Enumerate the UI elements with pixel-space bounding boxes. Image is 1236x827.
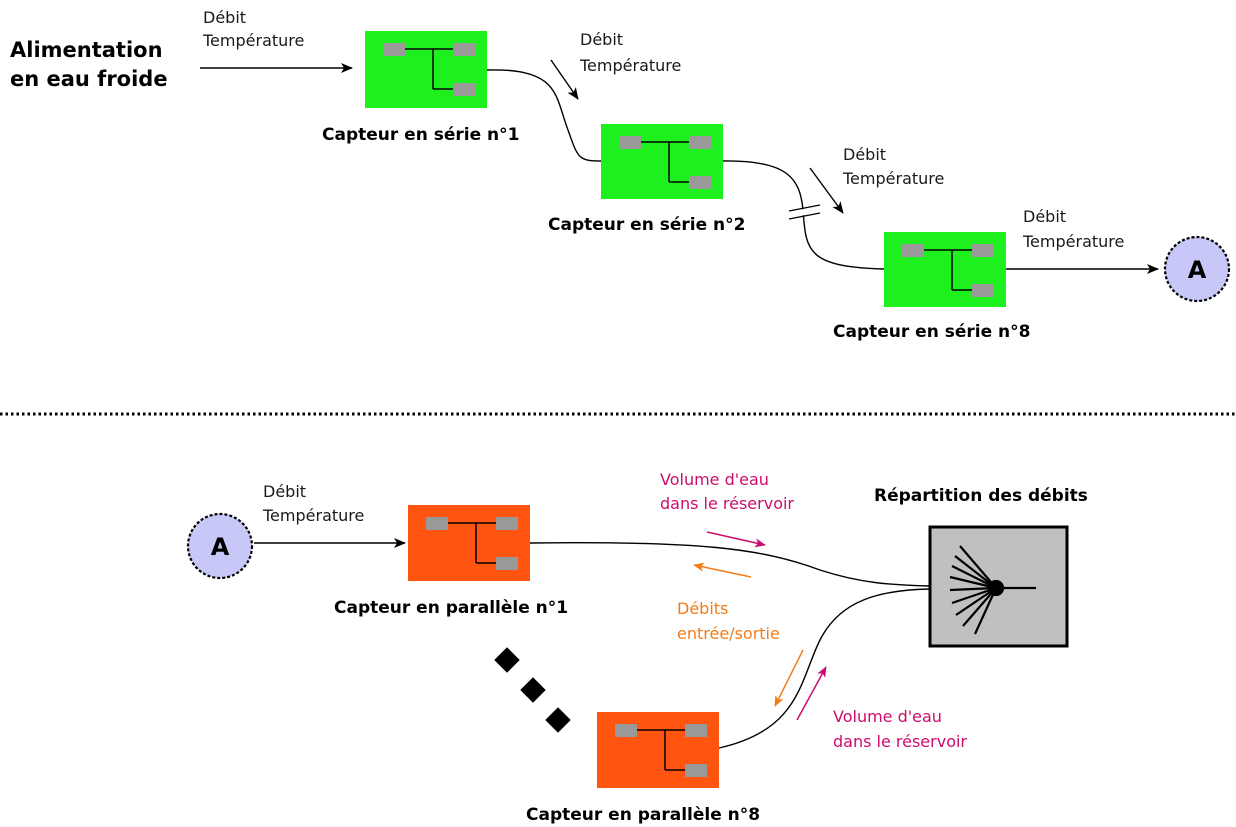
serial-sensor-8 <box>884 232 1006 307</box>
ellipsis-icon <box>494 647 571 733</box>
connector-a-bottom-label: A <box>211 533 230 561</box>
volume-label-1-line1: Volume d'eau <box>660 470 769 489</box>
connector-a-top-label: A <box>1188 256 1207 284</box>
flow-label-3-temperature: Température <box>842 169 944 188</box>
serial-sensor-1-box <box>365 31 487 108</box>
parallel-sensor-1 <box>408 505 530 581</box>
connector-a-bottom: A <box>186 512 254 580</box>
flows-label-line2: entrée/sortie <box>677 624 780 643</box>
flow-label-5-debit: Débit <box>263 482 306 501</box>
parallel-sensor-1-label: Capteur en parallèle n°1 <box>334 598 568 618</box>
supply-label-line1: Alimentation <box>10 38 163 62</box>
volume-arrow-1 <box>706 531 766 548</box>
serial-sensor-8-label: Capteur en série n°8 <box>833 322 1030 342</box>
connector-a-top: A <box>1163 235 1231 303</box>
flows-label-line1: Débits <box>677 599 728 618</box>
pipe-break-mark <box>788 212 821 220</box>
distributor <box>928 525 1069 648</box>
flow-label-2-temperature: Température <box>579 56 681 75</box>
pipe-break-mark <box>788 204 821 212</box>
flow-label-3-debit: Débit <box>843 145 886 164</box>
serial-sensor-1-label: Capteur en série n°1 <box>322 125 519 145</box>
flow-in-out-arrow-1 <box>693 562 752 578</box>
flow-label-4-debit: Débit <box>1023 207 1066 226</box>
flow-arrow-3 <box>809 167 844 214</box>
parallel-sensor-8-label: Capteur en parallèle n°8 <box>526 805 760 825</box>
flow-splitter-icon <box>949 545 1036 635</box>
flow-label-debit: Débit <box>203 8 246 27</box>
supply-label-line2: en eau froide <box>10 67 168 91</box>
volume-label-8-line1: Volume d'eau <box>833 707 942 726</box>
distribution-title: Répartition des débits <box>874 486 1088 506</box>
flow-label-4-temperature: Température <box>1022 232 1124 251</box>
pipe-parallel-8 <box>718 588 931 749</box>
parallel-sensor-8 <box>597 712 719 788</box>
flow-in-out-arrow-8 <box>774 649 804 707</box>
volume-label-8-line2: dans le réservoir <box>833 732 967 751</box>
serial-sensor-2-label: Capteur en série n°2 <box>548 215 745 235</box>
volume-label-1-line2: dans le réservoir <box>660 494 794 513</box>
flow-label-2-debit: Débit <box>580 30 623 49</box>
serial-sensor-1 <box>365 31 487 108</box>
flow-label-5-temperature: Température <box>262 506 364 525</box>
flow-arrow-2 <box>550 59 579 100</box>
pipe-parallel-1 <box>529 541 931 587</box>
volume-arrow-8 <box>796 666 827 721</box>
flow-label-temperature: Température <box>202 31 304 50</box>
serial-sensor-2 <box>601 124 723 199</box>
pipe-serial-1-2 <box>486 69 602 162</box>
